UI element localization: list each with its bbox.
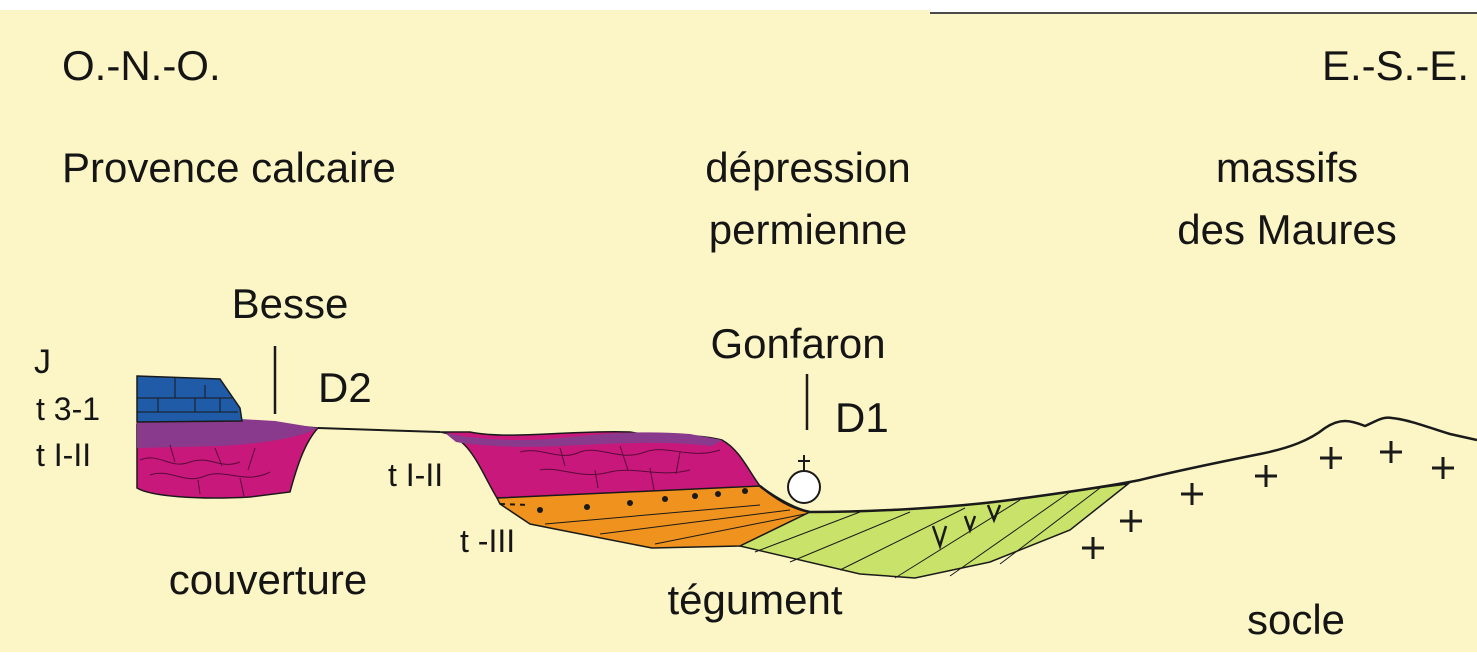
socle-crosses xyxy=(1082,441,1454,559)
strata-t12-left: t I-II xyxy=(36,437,91,473)
region-depression-line2: permienne xyxy=(709,206,907,253)
direction-west: O.-N.-O. xyxy=(62,42,221,89)
strata-t12-mid: t I-II xyxy=(388,457,443,493)
strata-j: J xyxy=(34,343,51,381)
strata-tiii: t -III xyxy=(460,523,515,559)
marker-d2: D2 xyxy=(318,364,372,411)
strata-t31: t 3-1 xyxy=(36,391,100,427)
church-icon xyxy=(788,455,820,503)
marker-d1: D1 xyxy=(835,394,889,441)
region-depression-line1: dépression xyxy=(705,144,910,191)
unit-tegument: tégument xyxy=(667,576,842,623)
unit-couverture: couverture xyxy=(169,556,367,603)
region-maures-line1: massifs xyxy=(1216,144,1358,191)
region-maures-line2: des Maures xyxy=(1177,206,1396,253)
locality-besse: Besse xyxy=(232,280,349,327)
direction-east: E.-S.-E. xyxy=(1322,42,1469,89)
unit-socle: socle xyxy=(1247,596,1345,643)
west-jurassic-blue xyxy=(137,376,242,422)
locality-gonfaron: Gonfaron xyxy=(710,320,885,367)
region-provence: Provence calcaire xyxy=(62,144,396,191)
